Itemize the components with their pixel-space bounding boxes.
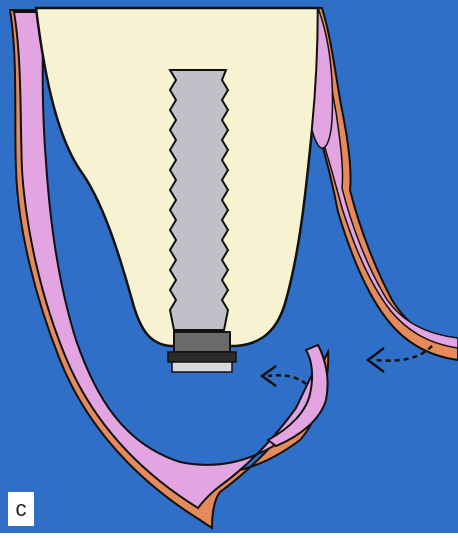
implant-abutment bbox=[168, 332, 236, 372]
panel-label: c bbox=[8, 492, 34, 526]
implant-screw-icon bbox=[170, 70, 228, 330]
